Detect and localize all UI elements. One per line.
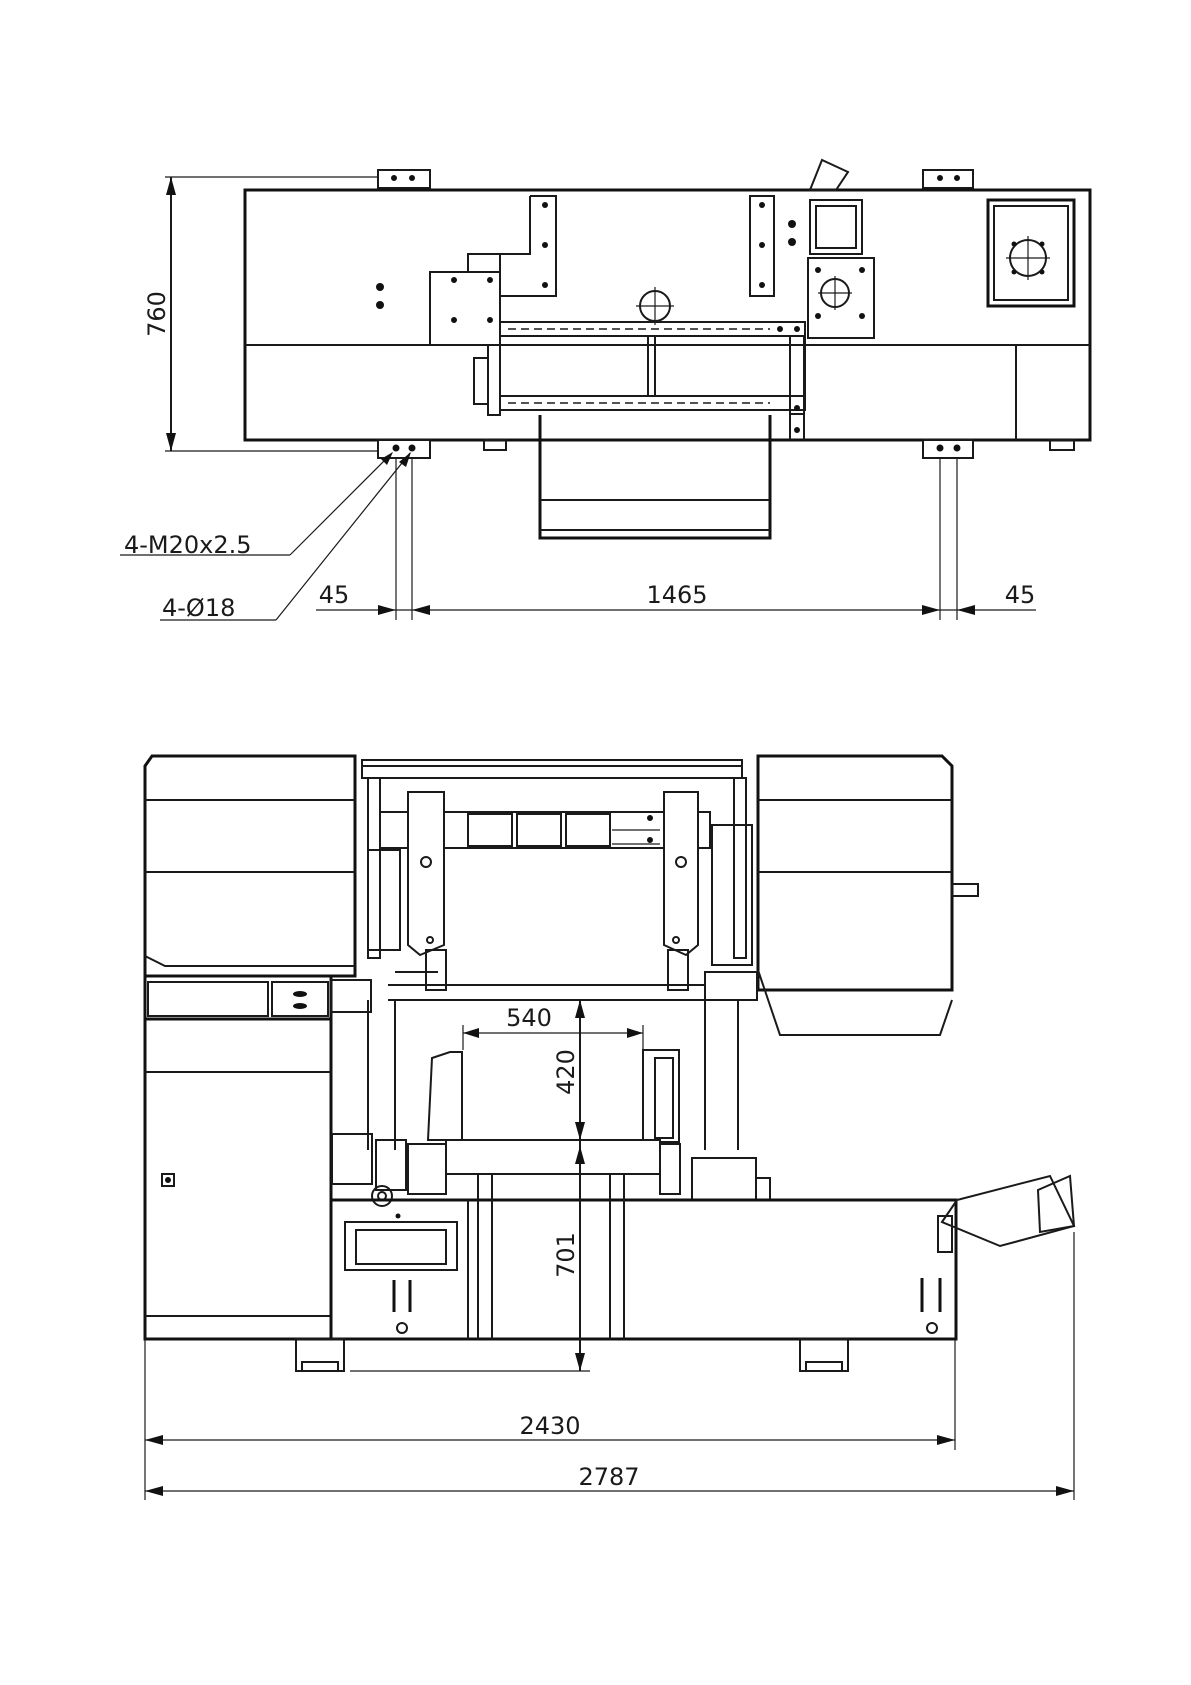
left-cabinet	[145, 1019, 331, 1339]
dim-45-left-label: 45	[319, 581, 350, 609]
dim-420-label: 420	[552, 1049, 580, 1095]
dim-1465-label: 1465	[646, 581, 707, 609]
left-housing	[145, 756, 355, 976]
hole-marker	[393, 445, 400, 452]
dim-45-right-label: 45	[1005, 581, 1036, 609]
foot-bottom-right	[923, 440, 973, 458]
dim-2787-label: 2787	[578, 1463, 639, 1491]
callout-hole-label: 4-Ø18	[162, 594, 235, 622]
foot-top-right	[923, 170, 973, 188]
dim-701-label: 701	[552, 1232, 580, 1278]
front-view: 540 420 701 2430 2787	[145, 756, 1074, 1500]
dim-540-label: 540	[506, 1004, 552, 1032]
foot-top-left	[378, 170, 430, 188]
callout-thread-label: 4-M20x2.5	[124, 531, 252, 559]
top-view: 760 45 1465 45 4-M20x2.5 4-Ø18	[120, 160, 1090, 622]
dim-760-label: 760	[143, 291, 171, 337]
dim-2430-label: 2430	[519, 1412, 580, 1440]
foot-bottom-left	[378, 440, 430, 458]
